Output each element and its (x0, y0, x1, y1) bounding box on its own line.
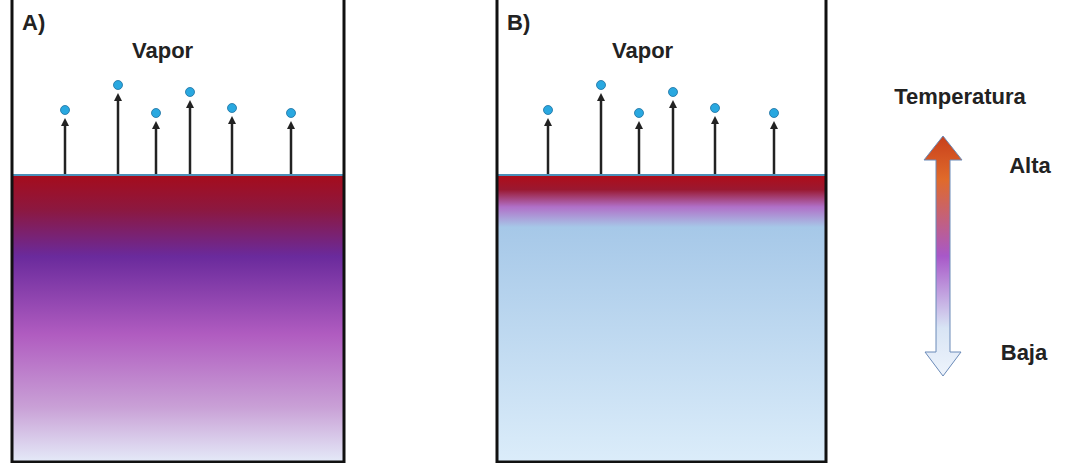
panel-label: B) (507, 12, 530, 34)
scale-high: Alta (1009, 155, 1051, 177)
scale-title: Temperatura (894, 86, 1026, 108)
panel-label: A) (22, 12, 45, 34)
liquid (497, 175, 826, 463)
container: A) Vapor (14, 0, 342, 172)
temperature-arrow (924, 136, 962, 376)
scale-low: Baja (1001, 342, 1047, 364)
container-wall (12, 0, 344, 462)
vapor-label: Vapor (612, 40, 673, 62)
vapor-molecules (61, 81, 779, 175)
container: B) Vapor (499, 0, 824, 172)
liquid (12, 175, 344, 463)
vapor-label: Vapor (132, 40, 193, 62)
container-wall (497, 0, 826, 462)
